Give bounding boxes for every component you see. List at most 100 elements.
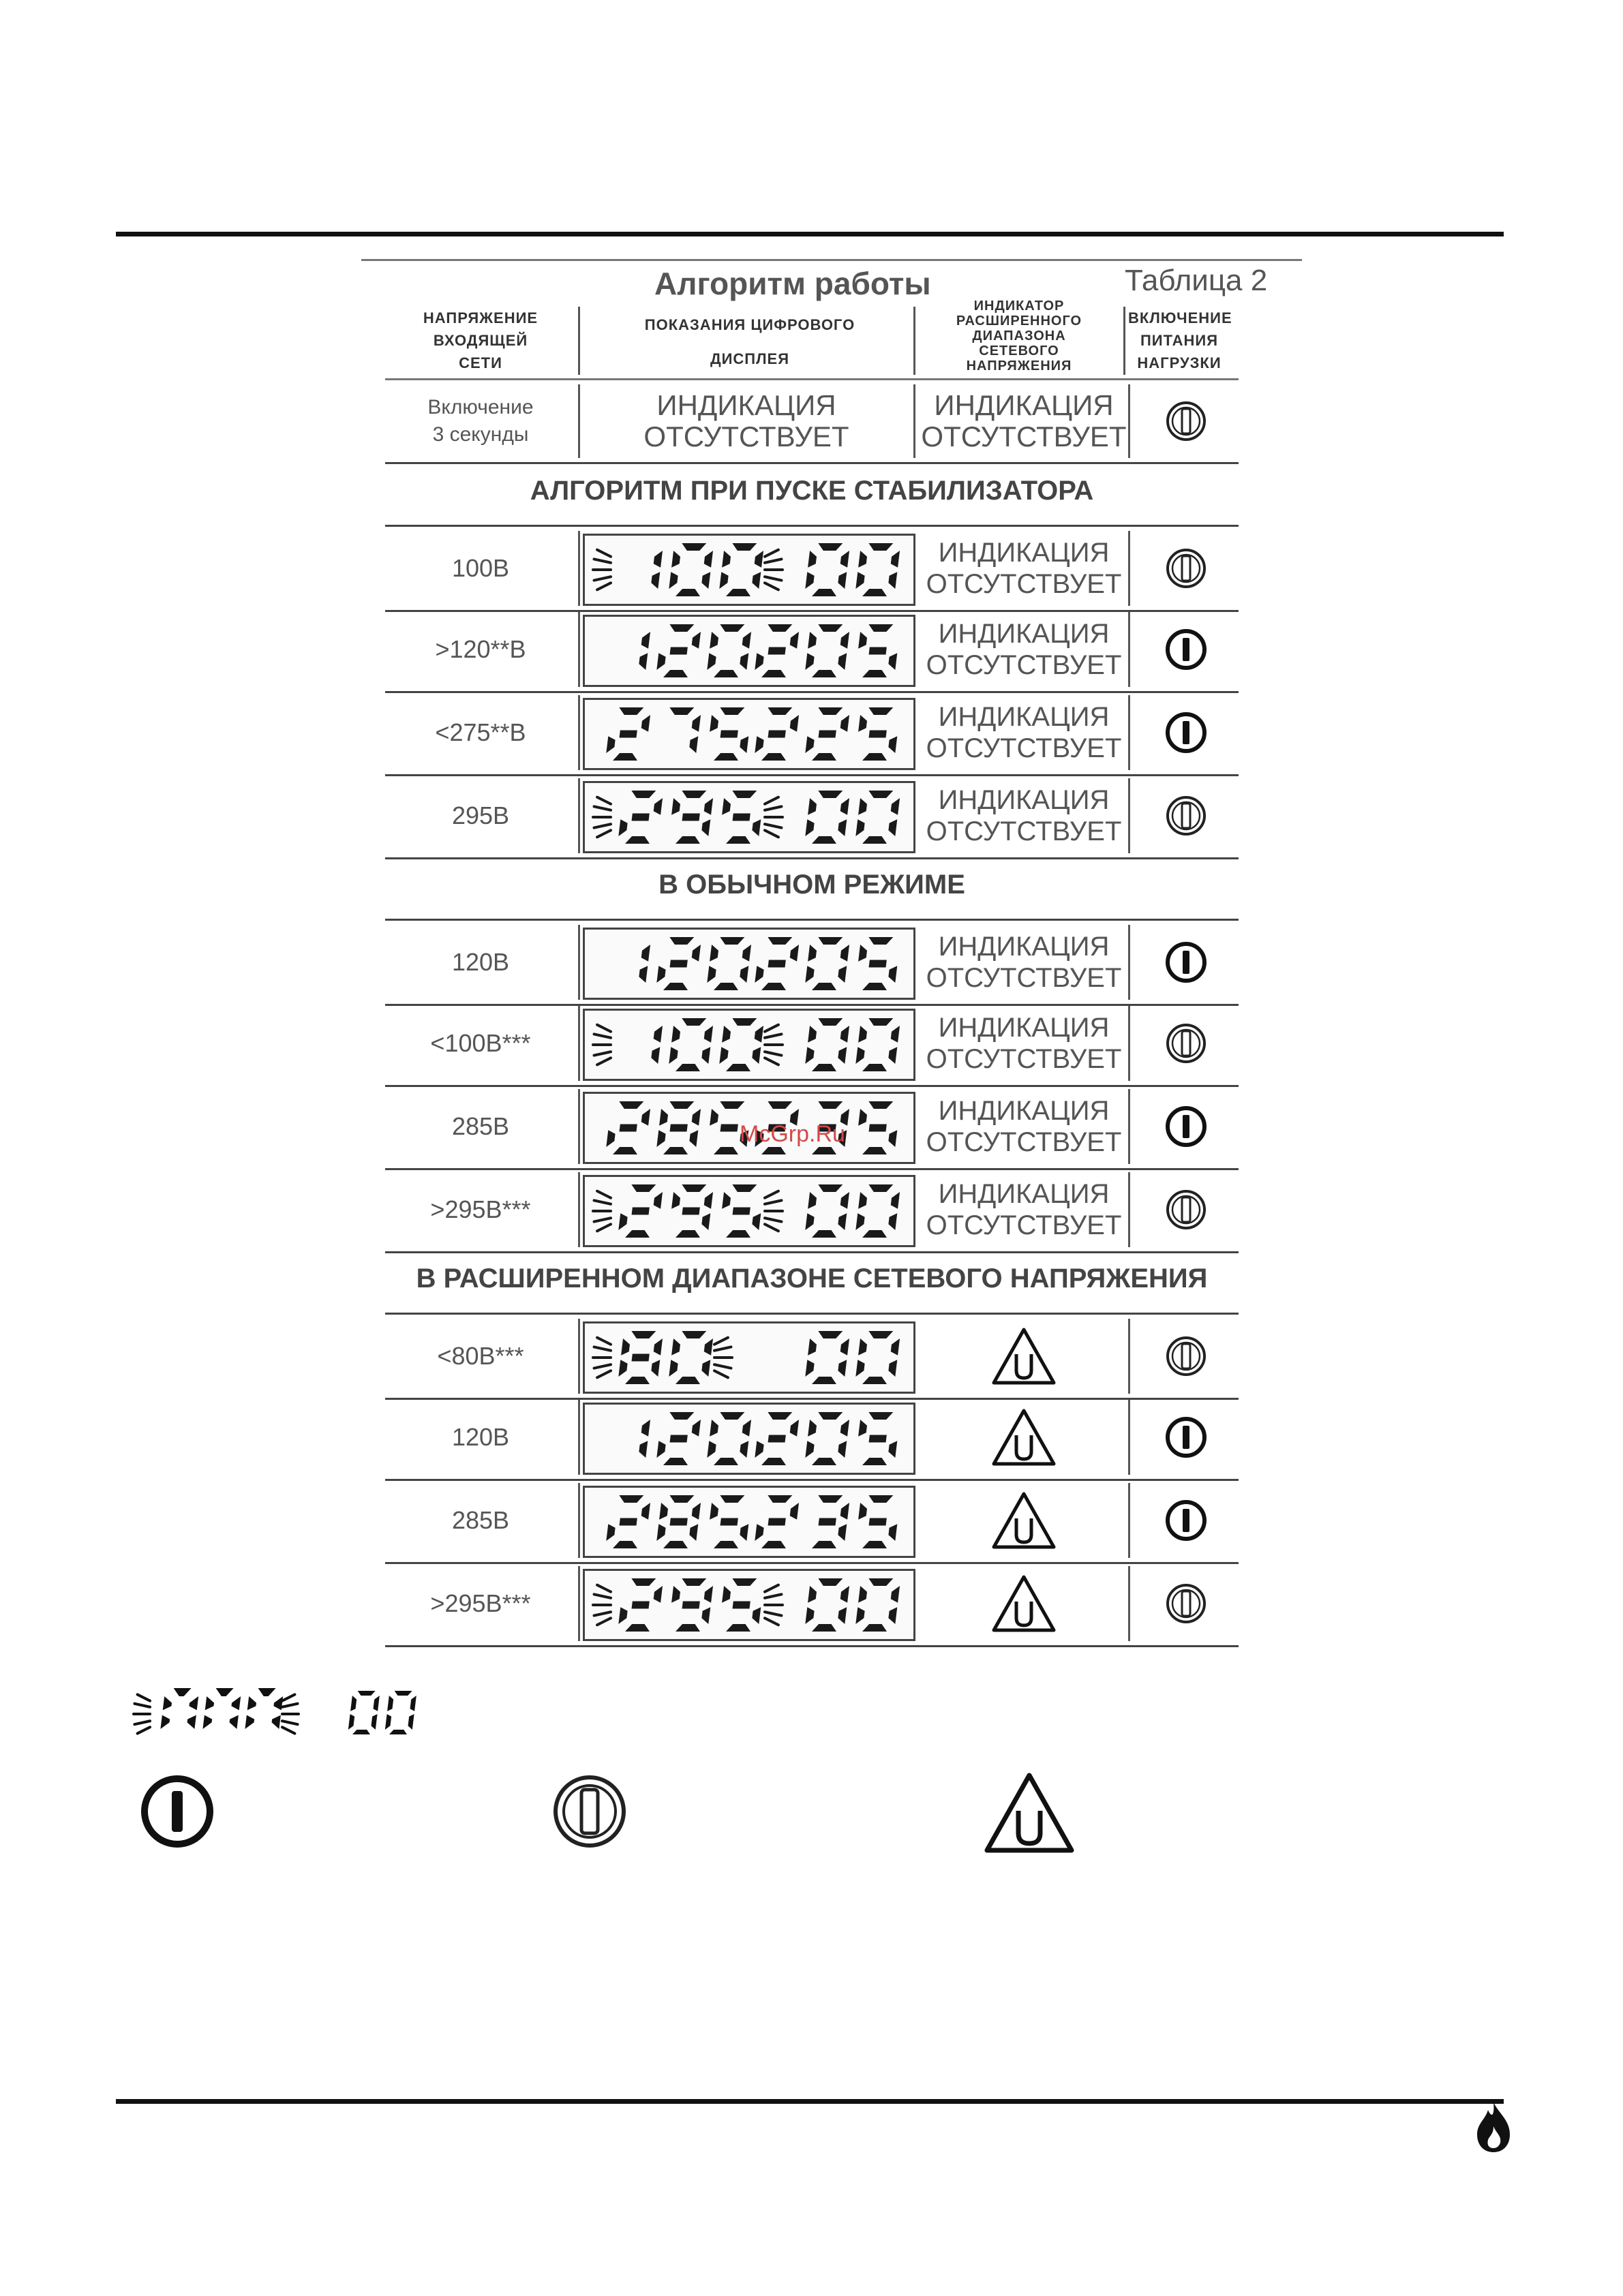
row-power bbox=[1135, 1002, 1237, 1085]
display-segment bbox=[621, 1338, 630, 1356]
display-segment bbox=[862, 1624, 887, 1632]
display-segment bbox=[740, 1441, 749, 1458]
table-row: <100В***10000ИНДИКАЦИЯОТСУТСТВУЕТ bbox=[385, 1002, 1239, 1087]
indicator-line1: ИНДИКАЦИЯ bbox=[938, 702, 1110, 732]
display-segment bbox=[671, 1026, 680, 1043]
power-on-icon bbox=[1166, 1106, 1207, 1147]
table-row: >120**В120205ИНДИКАЦИЯОТСУТСТВУЕТ bbox=[385, 608, 1239, 693]
display-segment bbox=[689, 736, 699, 753]
display-segment bbox=[352, 1730, 370, 1734]
display-segment bbox=[231, 1696, 241, 1711]
legend-power-blink bbox=[549, 1771, 631, 1856]
display-segment bbox=[726, 589, 750, 596]
cell-divider bbox=[578, 1566, 580, 1641]
flash-ray bbox=[592, 1593, 612, 1599]
display-segment bbox=[890, 1192, 900, 1209]
cell-divider bbox=[578, 1089, 580, 1164]
display-segment bbox=[619, 1495, 644, 1503]
display-segment bbox=[701, 819, 711, 836]
display-segment bbox=[768, 1495, 793, 1503]
display-segment bbox=[669, 707, 695, 715]
display-segment bbox=[720, 1518, 738, 1526]
display-segment bbox=[818, 730, 836, 738]
display-segment bbox=[740, 1130, 749, 1147]
intro-display-line1: ИНДИКАЦИЯ bbox=[656, 389, 836, 421]
cell-divider bbox=[1128, 1319, 1130, 1394]
display-segment bbox=[703, 1586, 714, 1603]
display-segment bbox=[808, 1586, 817, 1603]
display-segment bbox=[639, 966, 648, 983]
flash-ray bbox=[596, 1023, 612, 1033]
flash-ray bbox=[592, 1199, 612, 1206]
header-voltage: НАПРЯЖЕНИЕ ВХОДЯЩЕЙ СЕТИ bbox=[385, 307, 576, 374]
display-segment bbox=[789, 632, 800, 649]
display-segment bbox=[768, 1518, 786, 1526]
display-segment bbox=[714, 1541, 738, 1548]
display-segment bbox=[755, 1524, 764, 1541]
display-segment bbox=[701, 1607, 711, 1624]
display-digits bbox=[606, 1101, 898, 1154]
display-segment bbox=[618, 1607, 628, 1624]
digital-display: 120205 bbox=[583, 928, 915, 1000]
flash-ray bbox=[596, 548, 612, 558]
row-power bbox=[1135, 1168, 1237, 1251]
display-segment bbox=[656, 966, 666, 983]
display-segment bbox=[682, 1601, 700, 1609]
display-segment bbox=[840, 798, 850, 815]
display-segment bbox=[838, 1047, 847, 1064]
cell-divider bbox=[1128, 778, 1130, 853]
display-segment bbox=[631, 791, 656, 798]
display-segment bbox=[812, 1541, 836, 1548]
cell-divider bbox=[1128, 1566, 1130, 1641]
display-segment bbox=[812, 1230, 836, 1238]
display-segment bbox=[669, 647, 688, 655]
display-segment bbox=[732, 1018, 757, 1026]
display-segment bbox=[656, 653, 666, 670]
voltage-warning-icon bbox=[984, 1773, 1074, 1853]
intro-row: Включение 3 секунды ИНДИКАЦИЯ ОТСУТСТВУЕ… bbox=[385, 378, 1239, 464]
display-segment bbox=[752, 1607, 761, 1624]
display-segment bbox=[740, 736, 749, 753]
flash-ray bbox=[133, 1702, 151, 1709]
display-segment bbox=[189, 1696, 199, 1711]
display-segment bbox=[838, 653, 847, 670]
power-on-icon bbox=[1166, 1417, 1207, 1458]
display-segment bbox=[838, 1441, 847, 1458]
display-segment bbox=[812, 589, 836, 596]
display-segment bbox=[855, 1047, 865, 1064]
display-segment bbox=[348, 1714, 355, 1730]
display-segment bbox=[701, 1360, 711, 1377]
display-digits bbox=[592, 1018, 900, 1071]
display-segment bbox=[755, 653, 764, 670]
flash-ray bbox=[596, 1583, 612, 1593]
flash-ray bbox=[592, 1032, 612, 1039]
section-title: АЛГОРИТМ ПРИ ПУСКЕ СТАБИЛИЗАТОРА bbox=[530, 476, 1094, 506]
row-voltage: <275**В bbox=[435, 718, 526, 746]
display-segment bbox=[732, 1207, 750, 1215]
display-segment bbox=[714, 1458, 738, 1465]
display-segment bbox=[840, 1338, 850, 1356]
display-segment bbox=[187, 1715, 196, 1729]
display-segment bbox=[659, 1503, 668, 1520]
power-on-icon bbox=[1166, 629, 1207, 670]
display-segment bbox=[755, 736, 764, 753]
voltage-warning-icon bbox=[992, 1492, 1056, 1549]
display-segment bbox=[818, 1578, 843, 1586]
flash-ray bbox=[763, 1199, 783, 1206]
cell-divider bbox=[578, 1400, 580, 1475]
cell-divider bbox=[1128, 925, 1130, 1000]
flash-ray bbox=[763, 1023, 780, 1033]
display-segment bbox=[805, 819, 815, 836]
display-segment bbox=[805, 1047, 815, 1064]
display-segment bbox=[789, 715, 800, 732]
display-segment bbox=[812, 836, 836, 844]
display-segment bbox=[669, 1360, 678, 1377]
flash-ray bbox=[592, 805, 612, 812]
row-power bbox=[1135, 527, 1237, 610]
display-segment bbox=[840, 632, 850, 649]
table-row: 100В10000ИНДИКАЦИЯОТСУТСТВУЕТ bbox=[385, 525, 1239, 612]
display-segment bbox=[888, 966, 898, 983]
display-segment bbox=[840, 715, 850, 732]
intro-indicator-line2: ОТСУТСТВУЕТ bbox=[921, 420, 1127, 453]
